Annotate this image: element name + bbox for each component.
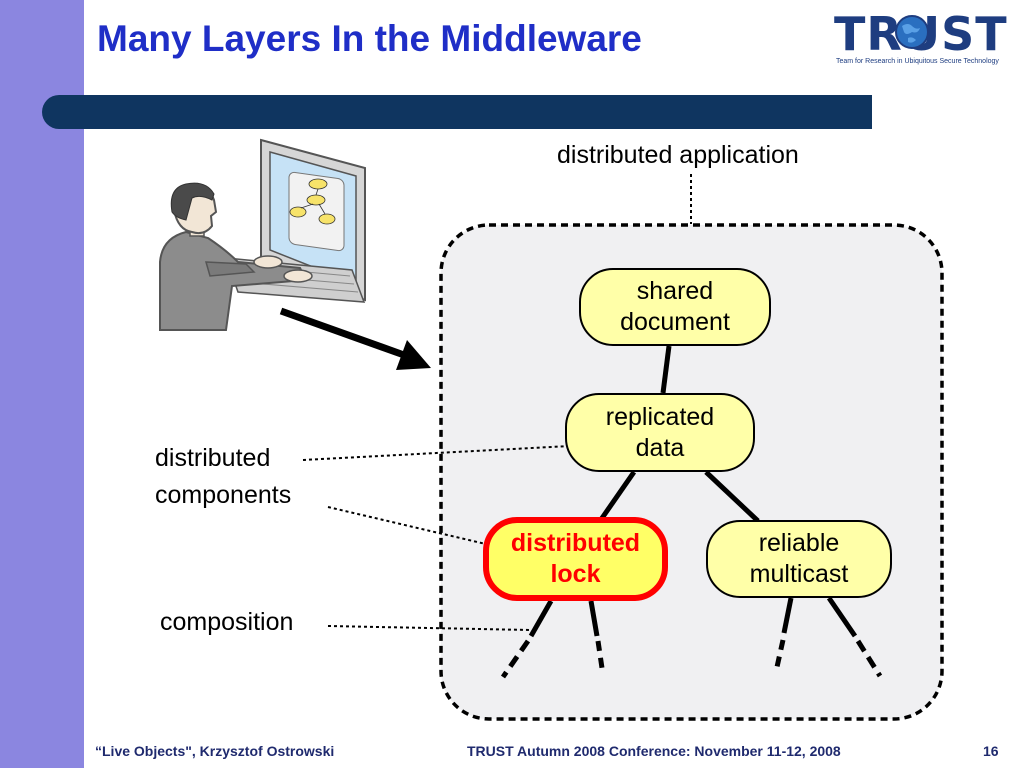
label-distributed-components-line2: components [155,481,292,509]
lock-child-stubs [500,599,605,679]
node-distributed-lock-line2: lock [550,560,601,588]
label-composition: composition [160,608,294,636]
node-replicated-data-line1: replicated [605,402,715,431]
node-reliable-multicast-line1: reliable [758,529,840,557]
composition-callout-line [327,625,531,631]
node-distributed-lock-line1: distributed [510,529,641,557]
edge-data-lock [597,470,637,523]
logo-tagline: Team for Research in Ubiquitous Secure T… [836,58,999,65]
label-distributed-application: distributed application [557,141,799,169]
components-callout-line-1 [302,445,571,461]
node-shared-document-line1: shared [636,277,714,305]
edge-data-multicast [704,470,760,523]
label-distributed-components-line1: distributed [155,444,271,472]
globe-icon [895,15,929,49]
edge-document-data [660,345,672,394]
node-replicated-data: replicated data [565,393,755,472]
node-reliable-multicast-line2: multicast [749,560,849,588]
node-replicated-data-line2: data [635,433,685,462]
components-callout-line-2 [327,506,491,546]
node-shared-document-line2: document [620,308,730,336]
title-underline-bar [42,95,872,129]
pointer-arrow [279,307,431,370]
person-at-computer-icon [159,138,366,331]
footer-conference: TRUST Autumn 2008 Conference: November 1… [467,743,841,759]
node-distributed-lock: distributed lock [483,517,668,601]
multicast-child-stubs [774,596,883,678]
trust-logo: TRUST Team for Research in Ubiquitous Se… [832,8,1012,70]
footer-author: “Live Objects", Krzysztof Ostrowski [95,743,335,759]
node-shared-document: shared document [579,268,771,346]
footer-page-number: 16 [983,743,999,759]
node-reliable-multicast: reliable multicast [706,520,892,598]
slide-title: Many Layers In the Middleware [97,18,642,59]
